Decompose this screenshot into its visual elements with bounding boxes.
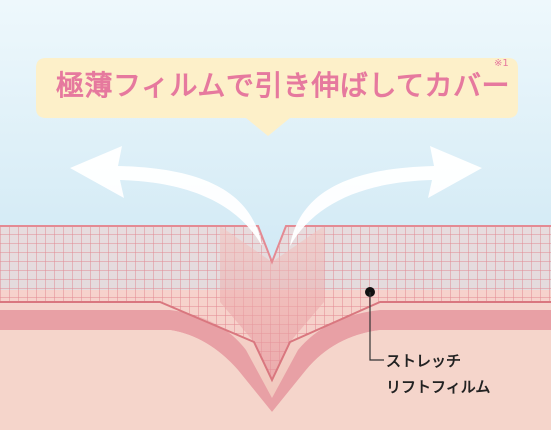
headline-bubble [36,58,518,136]
skin-deep-layer [0,310,551,412]
left-stretch-arrow [70,146,262,246]
film-callout-line2: リフトフィルム [386,378,491,396]
film-leader-line [369,292,384,361]
headline-footnote-mark: ※1 [494,58,509,69]
film-callout-label: ストレッチ リフトフィルム [386,348,490,400]
headline-text: 極薄フィルムで引き伸ばしてカバー [56,69,511,102]
film-callout-line1: ストレッチ [386,352,462,370]
right-stretch-arrow [290,146,482,246]
